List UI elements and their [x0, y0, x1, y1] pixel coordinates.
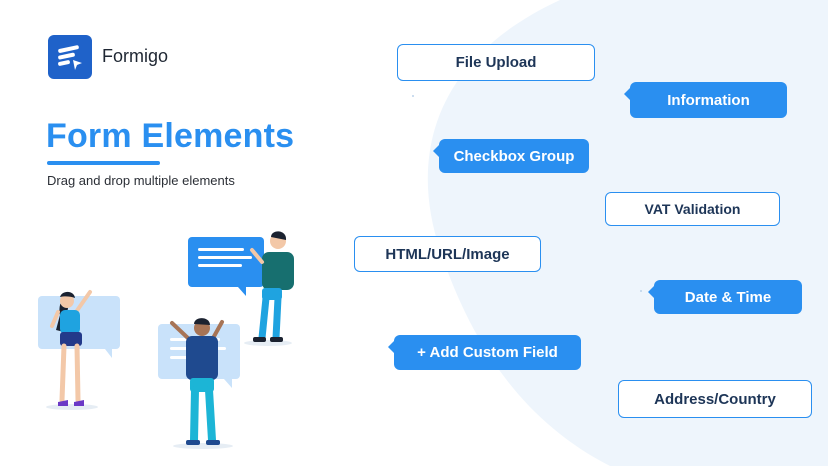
chip-address-country[interactable]: Address/Country	[618, 380, 812, 418]
formigo-logo-icon	[48, 35, 92, 79]
page-title: Form Elements	[46, 117, 295, 155]
chip-label: Checkbox Group	[453, 147, 575, 165]
chip-label: File Upload	[455, 54, 537, 71]
chip-label: HTML/URL/Image	[385, 245, 510, 263]
chip-label: Date & Time	[684, 288, 772, 306]
chip-vat-validation[interactable]: VAT Validation	[605, 192, 780, 226]
chip-label: + Add Custom Field	[417, 344, 558, 361]
chip-file-upload[interactable]: File Upload	[397, 44, 595, 81]
chip-add-custom-field[interactable]: + Add Custom Field	[388, 335, 581, 370]
brand-name: Formigo	[102, 46, 169, 66]
chip-information[interactable]: Information	[624, 82, 787, 118]
decor-dot	[412, 95, 414, 97]
chip-checkbox-group[interactable]: Checkbox Group	[433, 139, 589, 173]
title-underline	[47, 161, 160, 165]
page-subtitle: Drag and drop multiple elements	[47, 173, 235, 188]
chip-label: VAT Validation	[644, 201, 741, 217]
decor-dot	[640, 290, 642, 292]
chip-label: Information	[667, 91, 750, 109]
chip-date-time[interactable]: Date & Time	[648, 280, 802, 314]
chip-label: Address/Country	[654, 390, 776, 408]
chip-html-url-image[interactable]: HTML/URL/Image	[354, 236, 541, 272]
